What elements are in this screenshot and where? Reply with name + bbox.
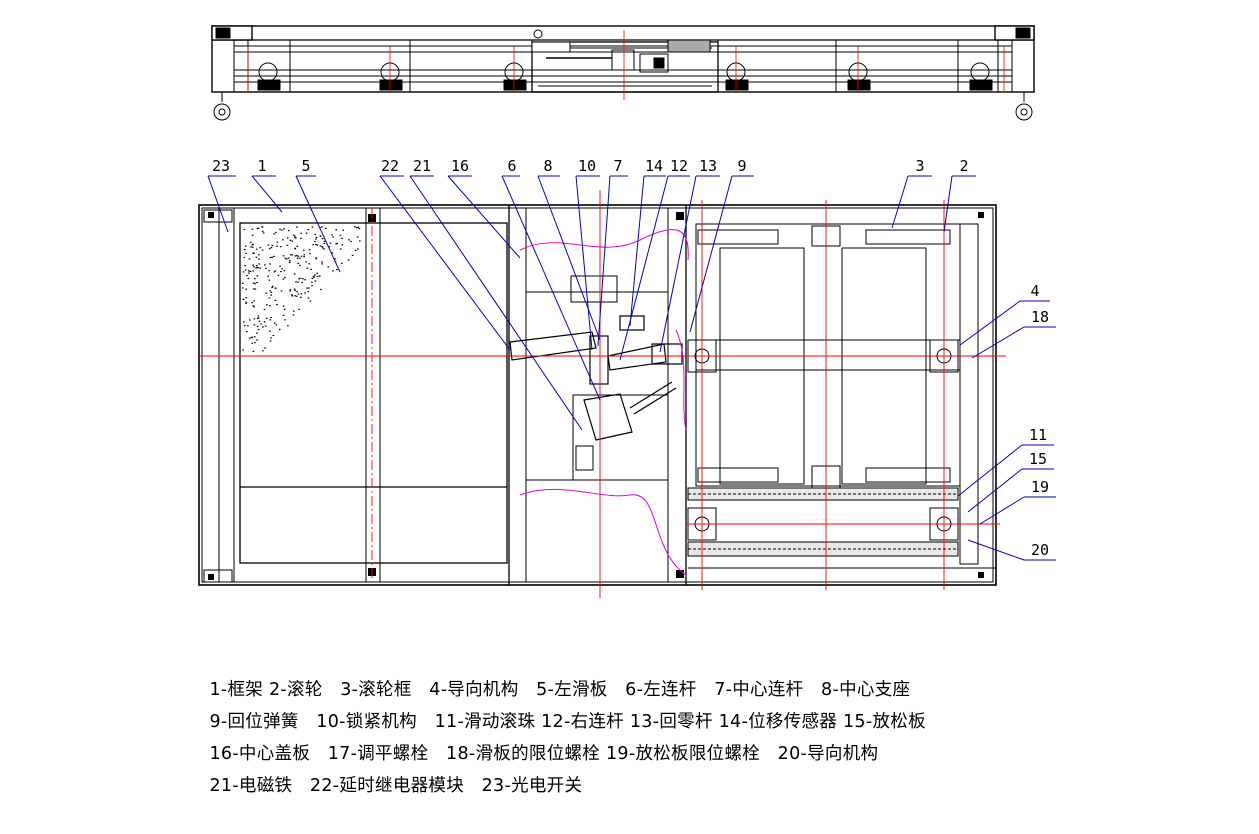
legend-line-1: 1-框架 2-滚轮 3-滚轮框 4-导向机构 5-左滑板 6-左连杆 7-中心连… (186, 642, 1186, 700)
legend-line-4: 21-电磁铁 22-延时继电器模块 23-光电开关 (186, 738, 1186, 796)
callout-number-16: 16 (451, 157, 469, 175)
legend-item: 7-中心连杆 (696, 680, 804, 700)
legend-line-3: 16-中心盖板 17-调平螺栓 18-滑板的限位螺栓 19-放松板限位螺栓 20… (186, 706, 1186, 764)
legend-item: 11-滑动滚珠 (416, 712, 536, 732)
legend-item: 9-回位弹簧 (209, 712, 299, 732)
center-lines (200, 190, 1006, 598)
leader-line (379, 175, 511, 351)
legend-line-2: 9-回位弹簧 10-锁紧机构 11-滑动滚珠 12-右连杆 13-回零杆 14-… (186, 674, 1186, 732)
leader-line (967, 468, 1023, 513)
stipple-texture (242, 226, 361, 352)
callout-number-15: 15 (1029, 450, 1047, 468)
legend-item: 13-回零杆 (624, 712, 713, 732)
callout-number-3: 3 (915, 157, 924, 175)
break-outline (519, 229, 689, 576)
legend-item: 4-导向机构 (411, 680, 519, 700)
leader-line (251, 175, 283, 213)
legend-item: 16-中心盖板 (209, 744, 311, 764)
callout-number-18: 18 (1031, 308, 1049, 326)
leader-line (537, 175, 601, 341)
callout-number-4: 4 (1030, 282, 1039, 300)
legend-item: 14-位移传感器 (712, 712, 838, 732)
leader-line (891, 175, 909, 229)
legend-item: 2-滚轮 (263, 680, 323, 700)
leader-line (959, 300, 1021, 346)
linkage (509, 315, 683, 441)
callout-number-7: 7 (613, 157, 622, 175)
leader-line (409, 175, 583, 431)
leader-line (501, 175, 601, 401)
leader-line (447, 175, 521, 259)
leader-line (689, 175, 733, 333)
callout-number-20: 20 (1031, 541, 1049, 559)
legend-item: 5-左滑板 (518, 680, 608, 700)
callout-number-11: 11 (1029, 426, 1047, 444)
callout-number-10: 10 (578, 157, 596, 175)
leader-line (295, 175, 341, 273)
legend-item: 23-光电开关 (464, 776, 583, 796)
callout-number-2: 2 (959, 157, 968, 175)
leader-line (967, 539, 1025, 561)
callout-number-5: 5 (301, 157, 310, 175)
legend-item: 1-框架 (209, 680, 264, 700)
leader-line (597, 175, 611, 347)
legend-item: 20-导向机构 (760, 744, 879, 764)
legend-item: 8-中心支座 (803, 680, 911, 700)
callout-number-23: 23 (212, 157, 230, 175)
side-view (211, 25, 1035, 121)
legend-item: 12-右连杆 (535, 712, 625, 732)
legend-item: 18-滑板的限位螺栓 (428, 744, 601, 764)
leader-line (207, 175, 229, 233)
legend-item: 3-滚轮框 (322, 680, 412, 700)
legend-item: 10-锁紧机构 (298, 712, 417, 732)
legend-item: 19-放松板限位螺栓 (600, 744, 761, 764)
callout-number-1: 1 (257, 157, 266, 175)
leader-line (971, 326, 1025, 359)
legend-item: 22-延时继电器模块 (292, 776, 465, 796)
side-casters (213, 92, 1033, 121)
legend-item: 21-电磁铁 (209, 776, 293, 796)
legend-item: 6-左连杆 (607, 680, 697, 700)
leader-line (979, 496, 1025, 525)
parts-legend: 1-框架 2-滚轮 3-滚轮框 4-导向机构 5-左滑板 6-左连杆 7-中心连… (186, 642, 1186, 796)
callout-number-19: 19 (1031, 478, 1049, 496)
callout-number-14: 14 (645, 157, 663, 175)
leader-line (629, 175, 645, 327)
legend-item: 17-调平螺栓 (310, 744, 429, 764)
leader-line (619, 175, 669, 361)
leader-line (575, 175, 593, 351)
callout-number-21: 21 (413, 157, 431, 175)
callout-number-12: 12 (670, 157, 688, 175)
callout-number-8: 8 (543, 157, 552, 175)
leader-line (957, 444, 1023, 497)
callout-number-6: 6 (507, 157, 516, 175)
callout-number-9: 9 (737, 157, 746, 175)
callout-number-22: 22 (381, 157, 399, 175)
callout-number-13: 13 (699, 157, 717, 175)
legend-item: 15-放松板 (837, 712, 926, 732)
leader-line (659, 175, 697, 353)
leader-line (943, 175, 953, 233)
